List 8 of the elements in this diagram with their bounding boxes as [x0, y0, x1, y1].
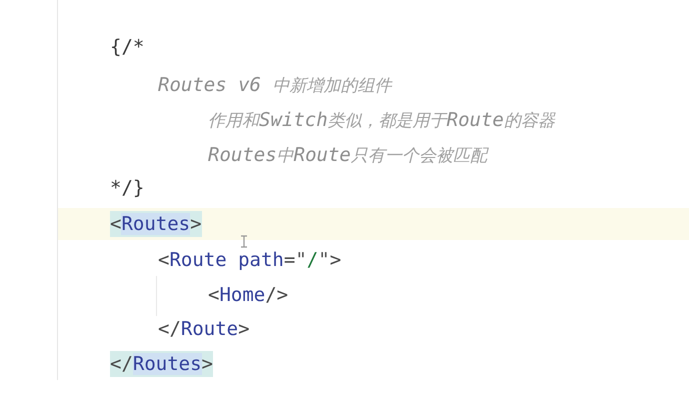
code-comment: Routes v6 中新增加的组件 — [158, 73, 392, 98]
code-line: </Route> — [158, 317, 250, 342]
code-comment: 作用和Switch类似，都是用于Route的容器 — [208, 108, 555, 133]
code-comment: Routes中Route只有一个会被匹配 — [208, 143, 487, 168]
code-line: <Home/> — [208, 283, 288, 308]
code-line: {/* — [110, 35, 144, 60]
code-line: */} — [110, 176, 144, 201]
code-line: <Route path="/"> — [158, 248, 342, 273]
